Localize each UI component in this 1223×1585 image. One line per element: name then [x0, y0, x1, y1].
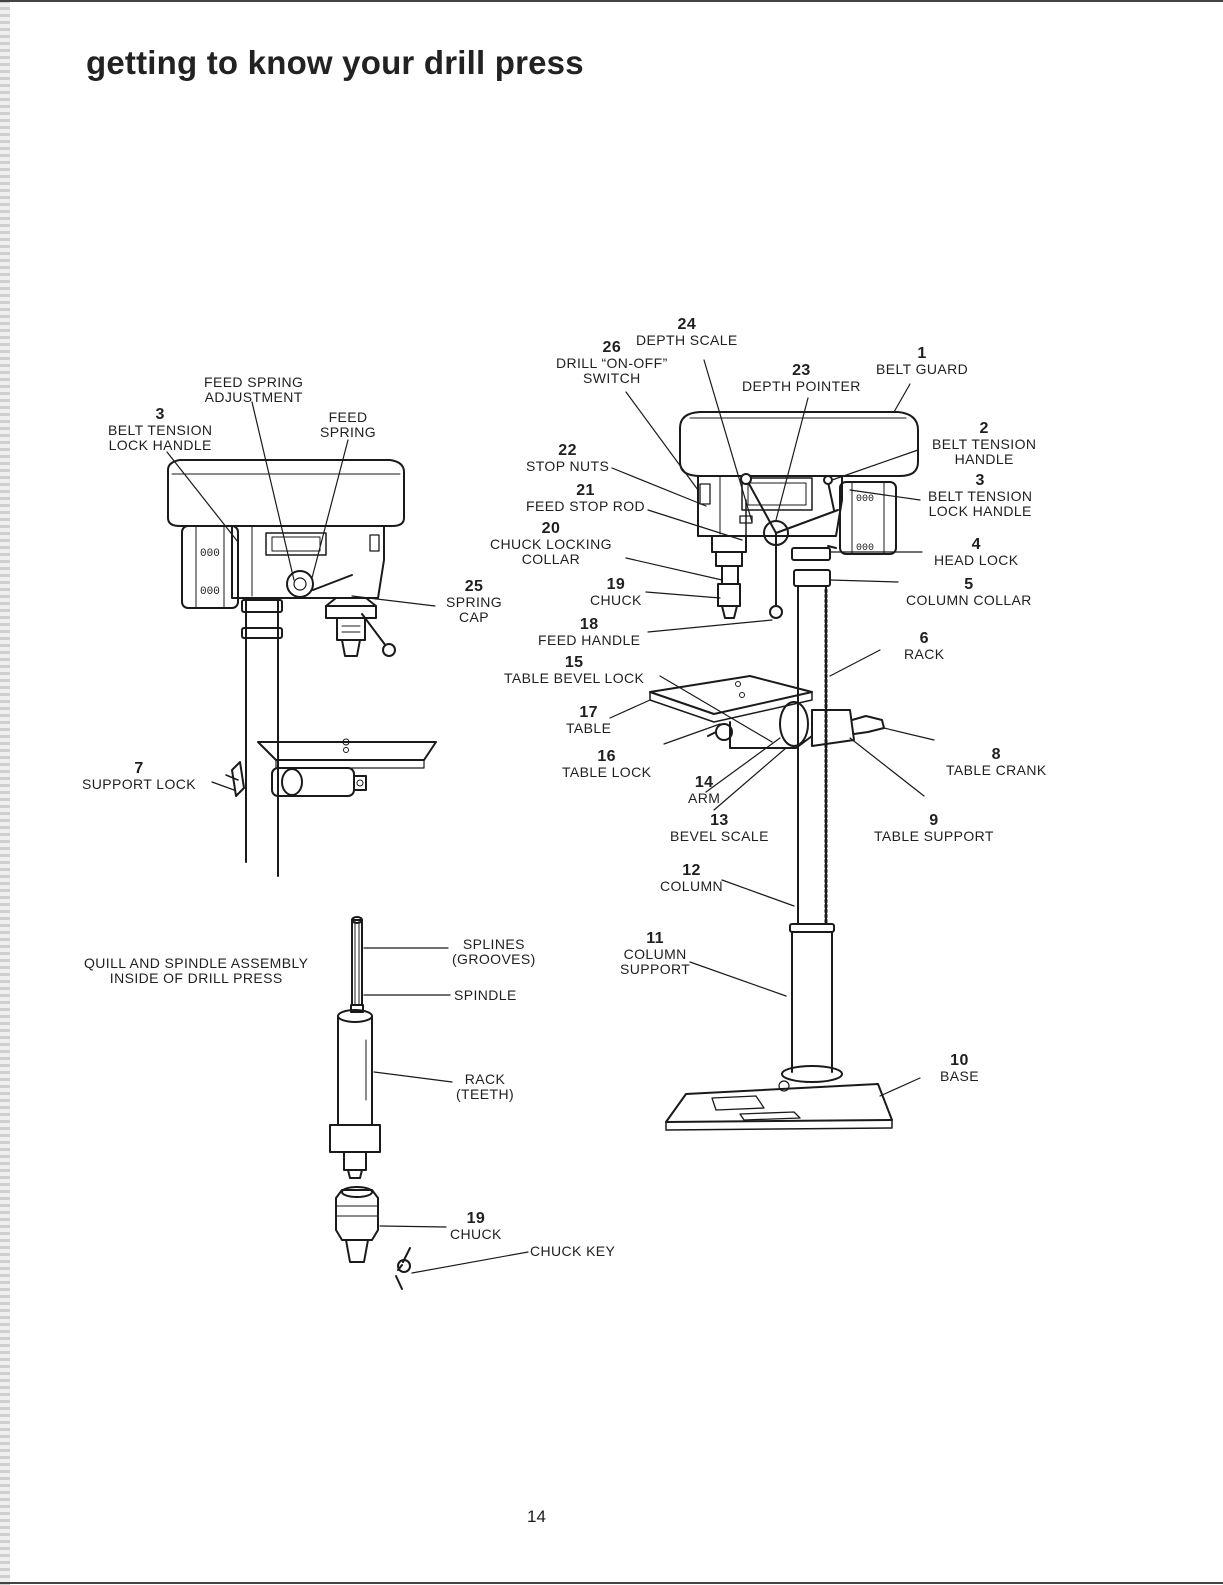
quill-spindle-assembly-drawing — [329, 916, 411, 1290]
scan-edge-left — [0, 0, 10, 1585]
page-number: 14 — [527, 1507, 546, 1526]
leader-lines — [166, 359, 935, 1274]
label-splines-grooves: SPLINES(GROOVES) — [452, 936, 536, 967]
svg-text:000: 000 — [856, 543, 874, 554]
page-title: getting to know your drill press — [86, 44, 584, 81]
page-border-bottom — [0, 1582, 1223, 1584]
svg-text:000: 000 — [200, 586, 220, 598]
left-drill-press-drawing: 000 000 — [167, 459, 437, 877]
svg-text:000: 000 — [200, 548, 220, 560]
label-chuck-key: CHUCK KEY — [530, 1243, 616, 1259]
svg-text:000: 000 — [856, 494, 874, 505]
label-spindle: SPINDLE — [454, 987, 517, 1003]
right-drill-press-drawing: 000 000 — [649, 411, 919, 1131]
page-border-top — [0, 0, 1223, 2]
label-rack-teeth: RACK(TEETH) — [456, 1071, 515, 1102]
